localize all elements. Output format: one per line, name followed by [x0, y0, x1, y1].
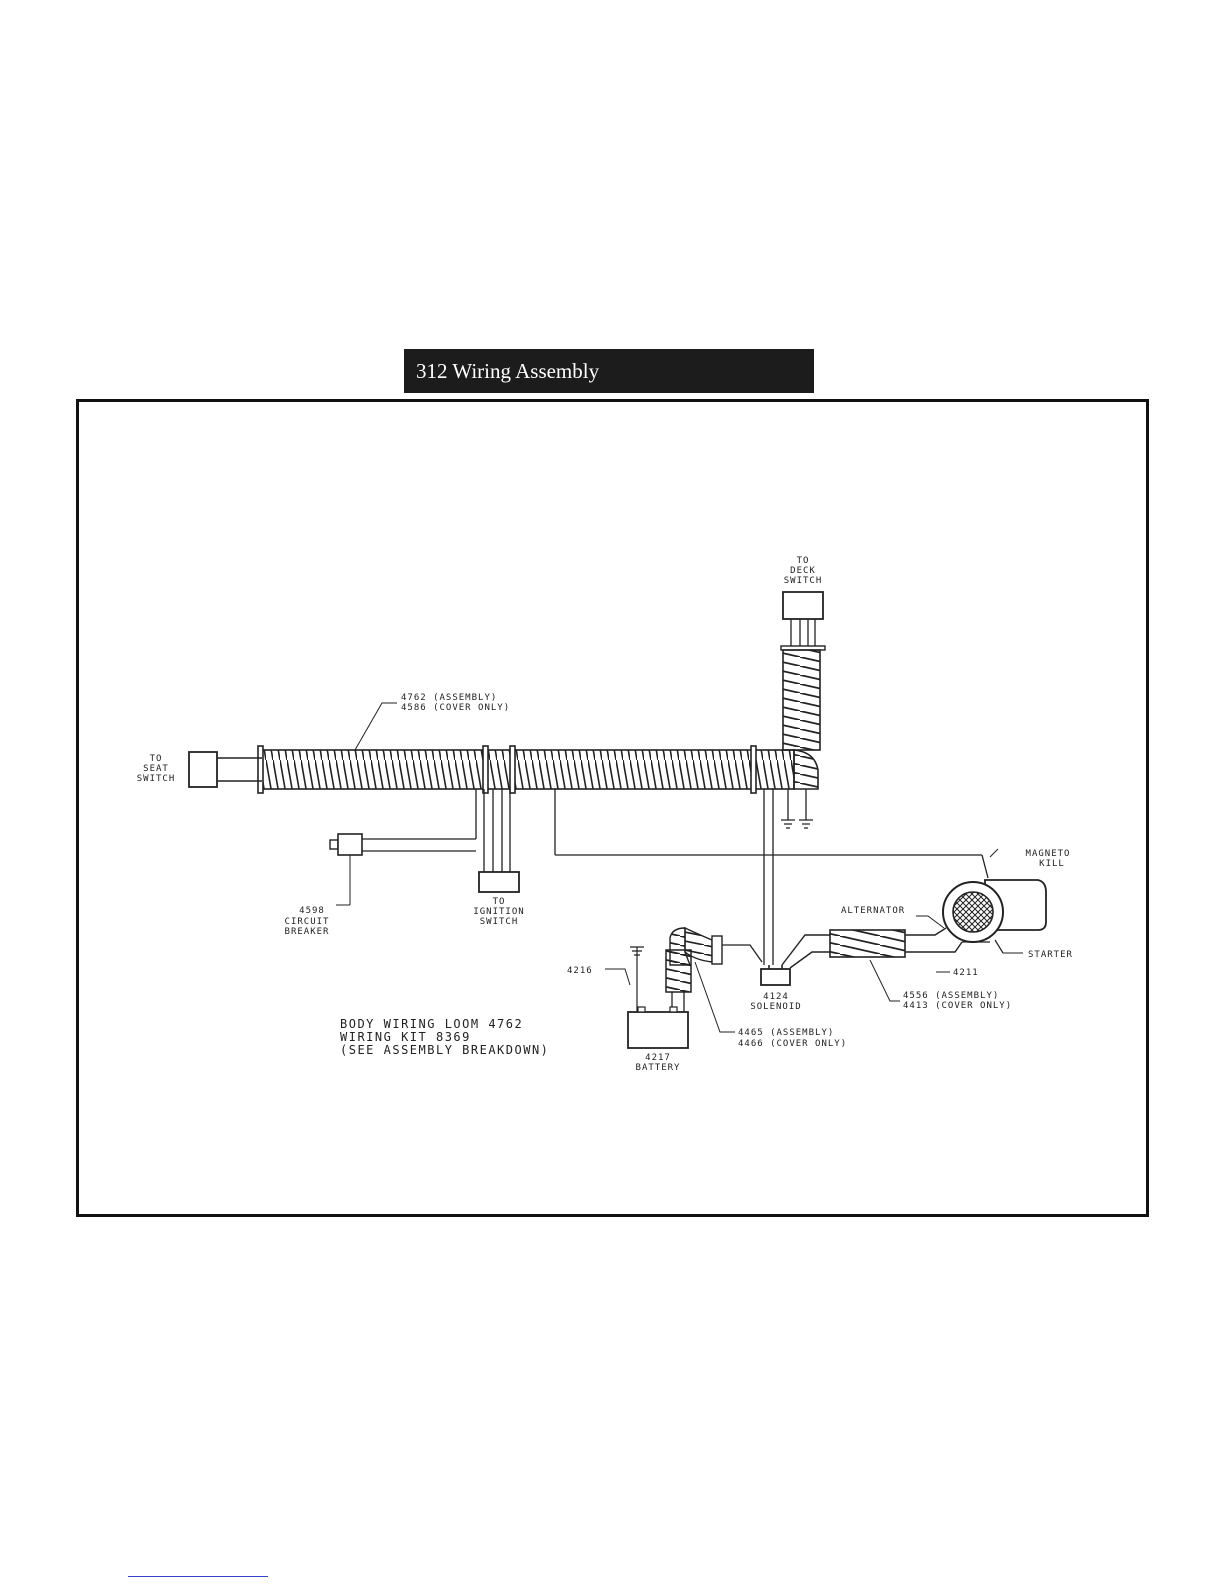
footer-link-underline: [128, 1576, 268, 1577]
ignition-switch-label-1: TO: [493, 897, 506, 907]
battery-loom-label-1: 4465 (ASSEMBLY): [738, 1028, 834, 1038]
battery: [627, 946, 689, 1049]
starter-label: STARTER: [1028, 950, 1073, 960]
main-loom-label-2: 4586 (COVER ONLY): [401, 703, 510, 713]
ground-wires: [781, 789, 813, 829]
circuit-breaker: [329, 789, 477, 906]
diagram-frame: [76, 399, 1149, 1217]
ignition-switch-connector: [478, 789, 520, 893]
main-loom-label-1: 4762 (ASSEMBLY): [401, 693, 497, 703]
wire-4211-label: 4211: [953, 968, 979, 978]
battery-label-1: 4217: [645, 1053, 671, 1063]
magneto-kill-wire: [554, 789, 989, 879]
ignition-switch-label-3: SWITCH: [480, 917, 519, 927]
main-loom: [257, 745, 819, 794]
battery-label-2: BATTERY: [636, 1063, 681, 1073]
starter-loom-label-2: 4413 (COVER ONLY): [903, 1001, 1012, 1011]
seat-switch-label-1: TO: [150, 754, 163, 764]
seat-switch-label-3: SWITCH: [137, 774, 176, 784]
alternator-label: ALTERNATOR: [841, 906, 905, 916]
starter-loom-label-1: 4556 (ASSEMBLY): [903, 991, 999, 1001]
deck-switch-label-2: DECK: [790, 566, 816, 576]
circuit-breaker-label-1: 4598: [299, 906, 325, 916]
leader-lines: [354, 702, 950, 1033]
solenoid: [760, 789, 791, 986]
engine-alternator: [942, 848, 1047, 954]
solenoid-label-1: 4124: [763, 992, 789, 1002]
body-note-line-1: BODY WIRING LOOM 4762: [340, 1017, 523, 1031]
deck-switch-loom: [780, 591, 826, 751]
body-note-line-3: (SEE ASSEMBLY BREAKDOWN): [340, 1043, 549, 1057]
seat-switch-connector: [188, 751, 262, 788]
solenoid-label-2: SOLENOID: [750, 1002, 801, 1012]
battery-loom-label-2: 4466 (COVER ONLY): [738, 1039, 847, 1049]
magneto-label-1: MAGNETO: [1026, 849, 1071, 859]
magneto-label-2: KILL: [1039, 859, 1065, 869]
wire-4216-label: 4216: [567, 966, 593, 976]
body-note-line-2: WIRING KIT 8369: [340, 1030, 471, 1044]
circuit-breaker-label-2: CIRCUIT: [285, 917, 330, 927]
deck-switch-label-1: TO: [797, 556, 810, 566]
battery-loom: [665, 926, 763, 1012]
circuit-breaker-label-3: BREAKER: [285, 927, 330, 937]
seat-switch-label-2: SEAT: [143, 764, 169, 774]
deck-switch-label-3: SWITCH: [784, 576, 823, 586]
starter-loom: [781, 927, 990, 969]
page-title: 312 Wiring Assembly: [404, 349, 814, 393]
ignition-switch-label-2: IGNITION: [473, 907, 524, 917]
